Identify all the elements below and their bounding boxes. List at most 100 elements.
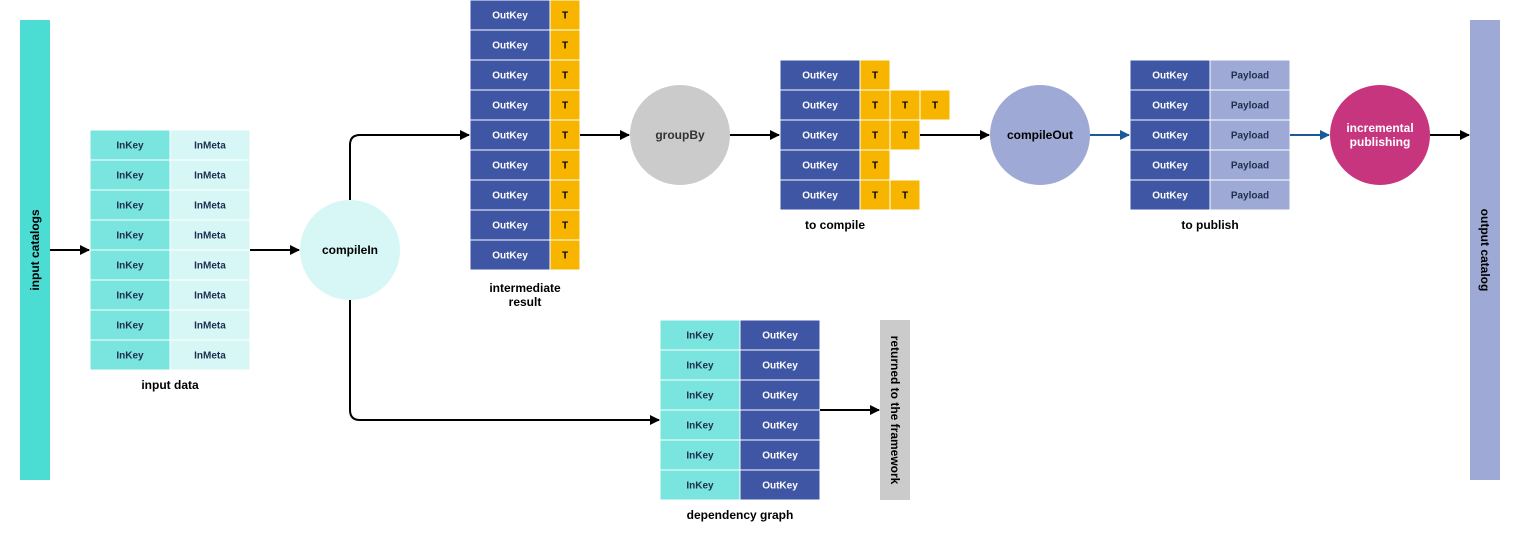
inmeta-cell-text: InMeta bbox=[194, 231, 226, 242]
outkey-cell: OutKey bbox=[779, 149, 861, 181]
t-cell: T bbox=[549, 29, 581, 61]
outkey-cell: OutKey bbox=[469, 29, 551, 61]
inkey-cell-text: InKey bbox=[686, 451, 714, 462]
inmeta-cell-text: InMeta bbox=[194, 291, 226, 302]
outkey-cell: OutKey bbox=[739, 409, 821, 441]
incremental-publishing-node: incremental publishing bbox=[1330, 85, 1430, 185]
inmeta-cell: InMeta bbox=[169, 219, 251, 251]
inmeta-cell-text: InMeta bbox=[194, 351, 226, 362]
outkey-cell-text: OutKey bbox=[492, 101, 528, 112]
compileIn-node: compileIn bbox=[300, 200, 400, 300]
payload-cell-text: Payload bbox=[1231, 71, 1269, 82]
t-cell: T bbox=[859, 149, 891, 181]
intermediate-caption-line2: result bbox=[509, 295, 542, 309]
outkey-cell: OutKey bbox=[469, 179, 551, 211]
t-cell-text: T bbox=[872, 131, 878, 142]
inmeta-cell-text: InMeta bbox=[194, 201, 226, 212]
t-cell: T bbox=[859, 179, 891, 211]
outkey-cell: OutKey bbox=[739, 439, 821, 471]
publishing-label-line1: incremental bbox=[1346, 121, 1413, 135]
arrow-compileIn-to-intermediate bbox=[349, 130, 470, 200]
compileIn-label: compileIn bbox=[322, 243, 378, 257]
inkey-cell: InKey bbox=[89, 219, 171, 251]
outkey-cell: OutKey bbox=[1129, 149, 1211, 181]
outkey-cell: OutKey bbox=[779, 179, 861, 211]
outkey-cell-text: OutKey bbox=[762, 391, 798, 402]
outkey-cell-text: OutKey bbox=[492, 251, 528, 262]
arrow-compileIn-to-dependency bbox=[349, 300, 660, 425]
t-cell-text: T bbox=[562, 251, 568, 262]
payload-cell-text: Payload bbox=[1231, 101, 1269, 112]
t-cell: T bbox=[919, 89, 951, 121]
outkey-cell: OutKey bbox=[469, 89, 551, 121]
outkey-cell-text: OutKey bbox=[762, 451, 798, 462]
t-cell-text: T bbox=[562, 71, 568, 82]
output-catalog-label: output catalog bbox=[1478, 209, 1492, 292]
payload-cell: Payload bbox=[1209, 89, 1291, 121]
t-cell-text: T bbox=[932, 101, 938, 112]
outkey-cell: OutKey bbox=[739, 349, 821, 381]
outkey-cell-text: OutKey bbox=[492, 11, 528, 22]
outkey-cell-text: OutKey bbox=[802, 191, 838, 202]
t-cell: T bbox=[549, 149, 581, 181]
outkey-cell-text: OutKey bbox=[802, 101, 838, 112]
outkey-cell: OutKey bbox=[779, 119, 861, 151]
inkey-cell: InKey bbox=[659, 409, 741, 441]
outkey-cell: OutKey bbox=[469, 59, 551, 91]
outkey-cell: OutKey bbox=[1129, 119, 1211, 151]
inkey-cell: InKey bbox=[89, 279, 171, 311]
outkey-cell: OutKey bbox=[469, 119, 551, 151]
t-cell: T bbox=[859, 119, 891, 151]
t-cell: T bbox=[889, 179, 921, 211]
dependency-graph-caption: dependency graph bbox=[687, 508, 794, 522]
payload-cell: Payload bbox=[1209, 59, 1291, 91]
inkey-cell: InKey bbox=[659, 349, 741, 381]
groupBy-label: groupBy bbox=[655, 128, 705, 142]
t-cell: T bbox=[549, 209, 581, 241]
groupBy-node: groupBy bbox=[630, 85, 730, 185]
outkey-cell: OutKey bbox=[469, 0, 551, 31]
t-cell-text: T bbox=[902, 101, 908, 112]
outkey-cell-text: OutKey bbox=[1152, 191, 1188, 202]
inkey-cell: InKey bbox=[659, 319, 741, 351]
inkey-cell-text: InKey bbox=[686, 481, 714, 492]
inkey-cell-text: InKey bbox=[686, 361, 714, 372]
inmeta-cell: InMeta bbox=[169, 159, 251, 191]
inmeta-cell: InMeta bbox=[169, 129, 251, 161]
to-compile-caption: to compile bbox=[805, 218, 865, 232]
t-cell-text: T bbox=[872, 101, 878, 112]
framework-bar: returned to the framework bbox=[880, 320, 910, 500]
inkey-cell: InKey bbox=[659, 439, 741, 471]
inkey-cell-text: InKey bbox=[116, 261, 144, 272]
framework-label: returned to the framework bbox=[888, 336, 902, 485]
intermediate-caption-line1: intermediate bbox=[489, 281, 561, 295]
input-catalogs-bar: input catalogs bbox=[20, 20, 50, 480]
outkey-cell-text: OutKey bbox=[762, 481, 798, 492]
inkey-cell-text: InKey bbox=[116, 171, 144, 182]
outkey-cell: OutKey bbox=[739, 379, 821, 411]
t-cell-text: T bbox=[562, 11, 568, 22]
connectors bbox=[50, 130, 1470, 425]
inmeta-cell-text: InMeta bbox=[194, 321, 226, 332]
inmeta-cell: InMeta bbox=[169, 339, 251, 371]
inmeta-cell-text: InMeta bbox=[194, 171, 226, 182]
inmeta-cell: InMeta bbox=[169, 249, 251, 281]
t-cell-text: T bbox=[902, 191, 908, 202]
t-cell-text: T bbox=[562, 161, 568, 172]
output-catalog-bar: output catalog bbox=[1470, 20, 1500, 480]
payload-cell: Payload bbox=[1209, 179, 1291, 211]
t-cell-text: T bbox=[902, 131, 908, 142]
t-cell-text: T bbox=[872, 191, 878, 202]
t-cell: T bbox=[549, 59, 581, 91]
inkey-cell: InKey bbox=[89, 189, 171, 221]
inkey-cell: InKey bbox=[89, 309, 171, 341]
outkey-cell-text: OutKey bbox=[492, 191, 528, 202]
outkey-cell-text: OutKey bbox=[802, 131, 838, 142]
t-cell-text: T bbox=[562, 101, 568, 112]
inkey-cell: InKey bbox=[89, 249, 171, 281]
